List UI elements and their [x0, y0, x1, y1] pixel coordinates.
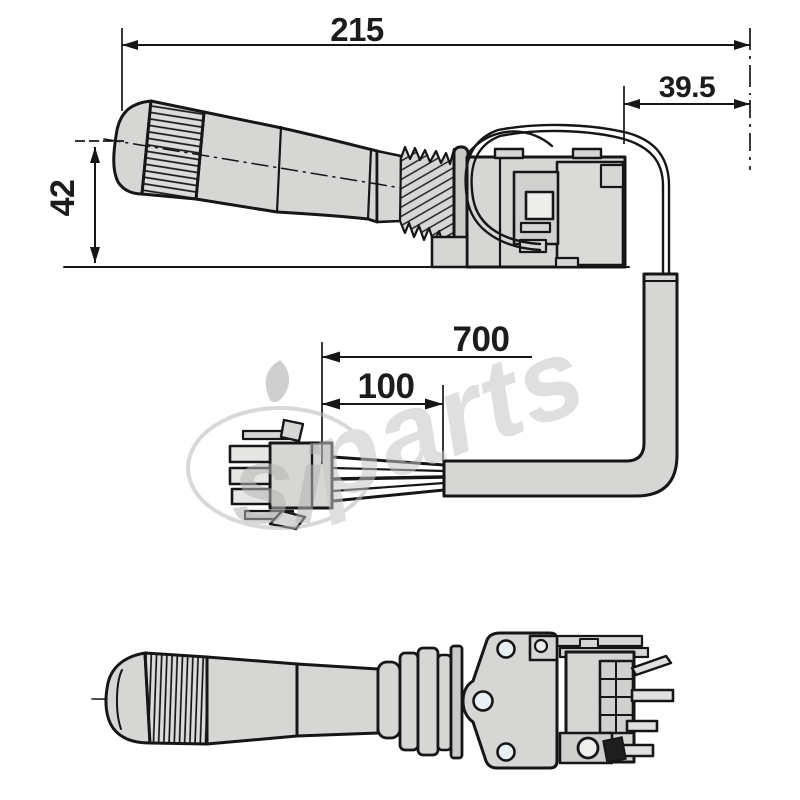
bottom-handle: [205, 655, 299, 746]
dim-label-700: 700: [453, 320, 510, 359]
connector-top-latch: [241, 418, 305, 443]
watermark-leaf-icon: [265, 360, 290, 403]
terminal-block-ribs: [599, 660, 634, 734]
housing-tab-right: [571, 147, 603, 160]
stalk-neck: [375, 149, 403, 224]
dim-label-100: 100: [358, 367, 415, 406]
bottom-knurled-grip-hatch: [145, 653, 207, 744]
handle-joint-line-2: [366, 147, 373, 221]
bottom-handle-taper: [295, 662, 380, 738]
dimension-offset: 39.5: [623, 71, 751, 170]
bottom-bellows: [376, 644, 464, 760]
dimensions: 215 39.5 42 700: [44, 11, 751, 464]
bottom-knob-face-line: [116, 669, 123, 730]
housing-foot-2: [554, 256, 580, 269]
plate-hole-top: [496, 639, 516, 659]
handle-joint-line-1: [275, 125, 283, 214]
connector-pin-2: [228, 466, 272, 486]
watermark: si parts: [186, 311, 601, 547]
bellows-boot-hatch: [400, 147, 454, 252]
bottom-dark-clip: [602, 736, 627, 763]
watermark-logo-text: si: [232, 424, 326, 547]
dimension-stalk-height: 42: [44, 140, 124, 263]
housing-tab-left: [493, 147, 525, 160]
wire-fan: [331, 455, 446, 503]
connector-pin-1: [228, 444, 272, 464]
housing-lower-left-block: [430, 235, 469, 269]
cable-sheath: [442, 272, 679, 498]
dim-label-42: 42: [44, 180, 82, 217]
bottom-knob: [104, 651, 152, 745]
harness-cable: [442, 272, 679, 498]
dimension-lead-length: 100: [322, 367, 444, 461]
dim-label-39-5: 39.5: [659, 71, 715, 104]
cable-loop: [464, 123, 671, 275]
stalk-handle: [194, 110, 379, 224]
housing-corner-notch: [599, 163, 625, 189]
dimension-overall-length: 215: [121, 11, 751, 111]
bottom-bracket-hole: [576, 736, 600, 760]
connector-pin-3: [230, 487, 272, 506]
bottom-view-stalk-switch: [91, 631, 675, 770]
watermark-circle: [186, 406, 374, 530]
contact-window: [524, 190, 555, 221]
plate-hole-tab: [472, 690, 494, 712]
plate-hole-bottom: [496, 742, 516, 762]
contact-pedestal: [519, 221, 552, 234]
dim-label-215: 215: [330, 11, 384, 48]
connector-view: [228, 418, 446, 531]
top-view-stalk-switch: [63, 99, 671, 275]
stalk-knob: [112, 99, 153, 196]
